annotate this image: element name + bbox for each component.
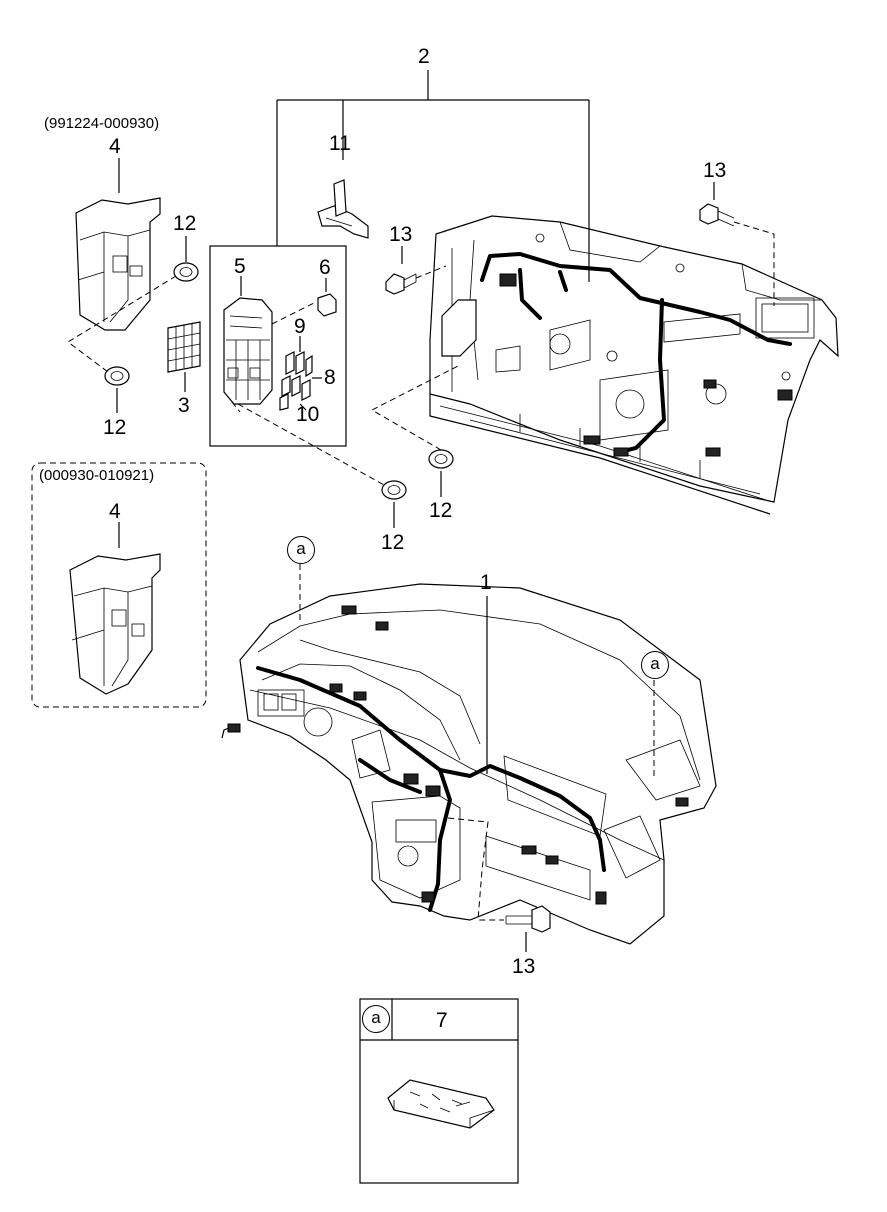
callout-13-lower: 13 <box>512 955 536 978</box>
bolt-13-b <box>699 182 775 306</box>
nut-12-d <box>370 365 459 497</box>
bracket-part-2 <box>276 70 590 282</box>
junction-box-cover-4-box <box>69 522 161 695</box>
date-range-label-first: (991224-000930) <box>44 115 160 132</box>
clip-11 <box>317 179 369 239</box>
callout-8: 8 <box>324 366 336 389</box>
callout-13-upper-right: 13 <box>703 159 727 182</box>
cowl-panel-assembly <box>429 215 839 515</box>
variant-box-frame <box>31 462 207 708</box>
callout-2: 2 <box>418 45 430 68</box>
fuse-label-card-3 <box>167 321 201 392</box>
reference-mark-a-right: a <box>641 651 669 679</box>
relay-6 <box>317 278 337 317</box>
callout-12-center: 12 <box>381 531 405 554</box>
callout-4-upper: 4 <box>109 135 121 158</box>
instrument-panel <box>221 564 717 945</box>
callout-9: 9 <box>294 315 306 338</box>
part-7-box <box>359 998 519 1184</box>
callout-6: 6 <box>319 256 331 279</box>
junction-box-cover-4-upper <box>67 158 199 413</box>
nut-12-c <box>237 403 407 528</box>
reference-mark-a-box: a <box>362 1005 390 1033</box>
bolt-13-c <box>505 905 551 952</box>
callout-3: 3 <box>178 394 190 417</box>
callout-12-left: 12 <box>103 416 127 439</box>
callout-4-box: 4 <box>109 500 121 523</box>
bolt-13-a <box>385 246 447 295</box>
callout-7: 7 <box>436 1009 448 1032</box>
fuse-box-5 <box>223 276 317 413</box>
fuses-8-9-10 <box>279 336 322 411</box>
callout-12-upper-left: 12 <box>173 212 197 235</box>
fuse-box-frame <box>209 245 347 447</box>
callout-13-upper-center: 13 <box>389 223 413 246</box>
date-range-label-second: (000930-010921) <box>39 467 155 484</box>
callout-11: 11 <box>329 132 351 155</box>
callout-10: 10 <box>296 403 320 426</box>
callout-5: 5 <box>234 255 246 278</box>
reference-mark-a-upper: a <box>287 536 315 564</box>
callout-1: 1 <box>480 571 492 594</box>
callout-12-right: 12 <box>429 499 453 522</box>
